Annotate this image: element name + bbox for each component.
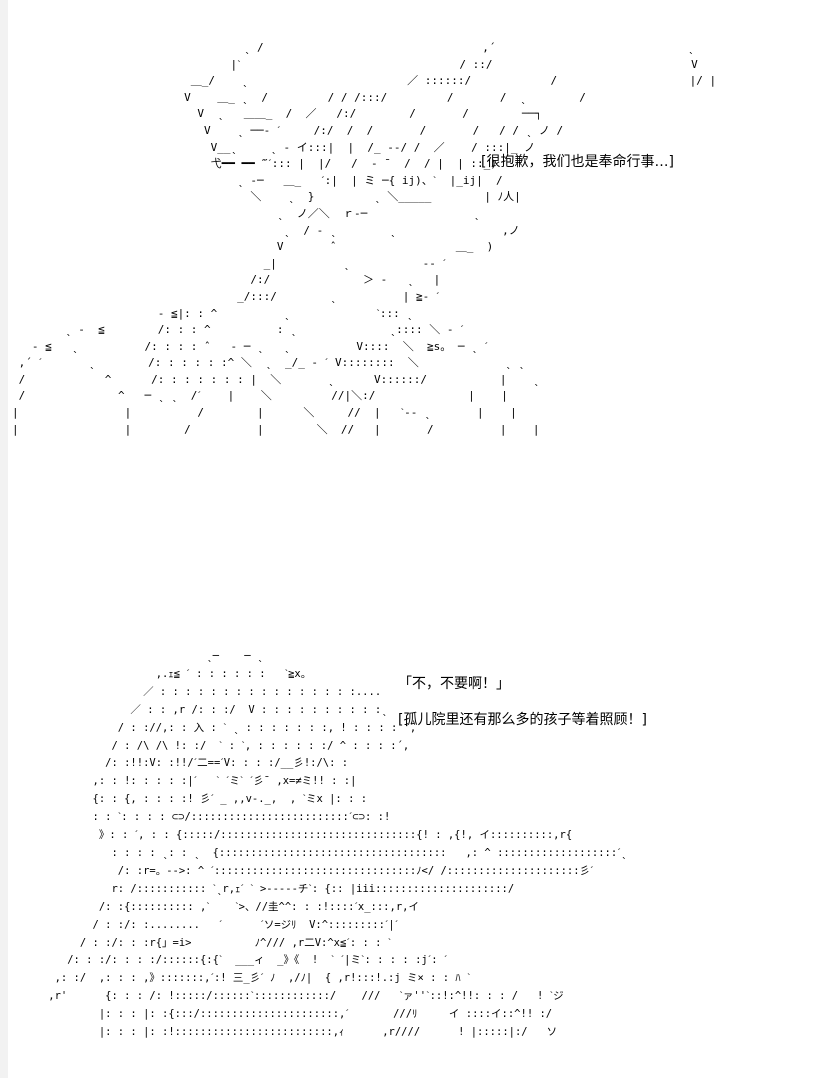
page-margin <box>0 0 8 1078</box>
dialogue-plea-orphanage: [孤儿院里还有那么多的孩子等着照顾！] <box>398 712 647 728</box>
dialogue-plea-no: 「不，不要啊！」 <box>398 676 510 692</box>
dialogue-soldier-apology: [很抱歉，我们也是奉命行事…] <box>481 154 674 170</box>
ascii-art-top-figure: ˎ / ,´ ˎ |ˋ / ::/ V <box>12 41 717 436</box>
ascii-art-bottom-figure: ˎ─ ─ ˎ ,.ｪ≦ ˊ : : : : : : ˋ≧x。 ／ : : : :… <box>48 650 628 1039</box>
